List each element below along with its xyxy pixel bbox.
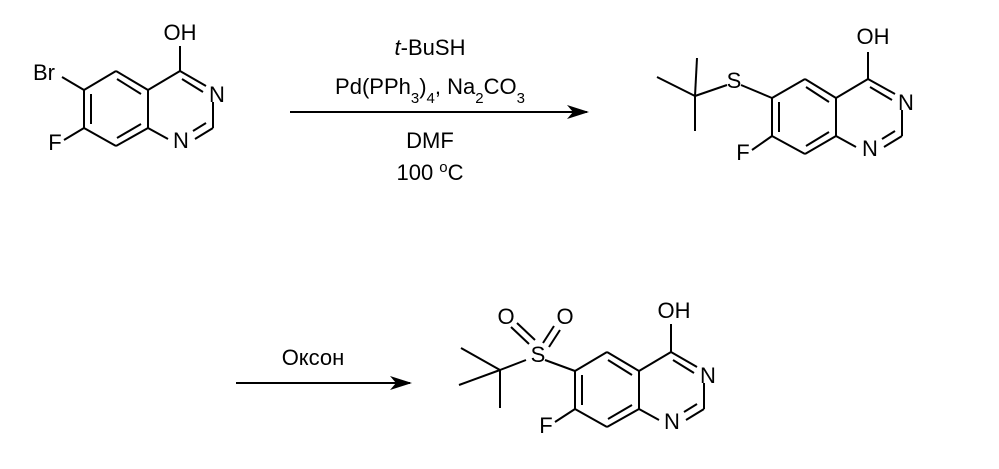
molecule-2-fluoro-label: F [736, 140, 749, 165]
step1-solvent-label: DMF [406, 128, 454, 153]
molecule-3-oxygen-right-label: O [556, 304, 573, 329]
molecule-1-fluoro-label: F [48, 130, 61, 155]
molecule-1-n1-label: N [173, 128, 189, 153]
intermediate-structure: S OH N N F [657, 24, 914, 165]
product-structure: O O S OH N N F [459, 298, 716, 438]
starting-material-structure: OH Br N N F [33, 20, 225, 155]
step1-reagent-label: t-BuSH [395, 35, 466, 60]
molecule-3-fluoro-label: F [539, 413, 552, 438]
molecule-1-bromo-label: Br [33, 60, 55, 85]
reaction-step-2: Оксон [236, 345, 410, 383]
molecule-3-sulfur-label: S [531, 342, 546, 367]
step1-temperature-label: 100 oC [396, 159, 463, 186]
molecule-3-n1-label: N [664, 409, 680, 434]
molecule-3-n3-label: N [700, 363, 716, 388]
molecule-1-bonds [62, 46, 213, 146]
step2-reagent-label: Оксон [282, 345, 345, 370]
step1-catalyst-label: Pd(PPh3)4, Na2CO3 [335, 74, 525, 107]
molecule-3-oxygen-left-label: O [497, 304, 514, 329]
molecule-2-hydroxyl-label: OH [857, 24, 890, 49]
molecule-1-n3-label: N [209, 82, 225, 107]
molecule-3-hydroxyl-label: OH [658, 298, 691, 323]
molecule-2-n3-label: N [898, 90, 914, 115]
molecule-2-sulfur-label: S [727, 68, 742, 93]
molecule-2-n1-label: N [862, 136, 878, 161]
reaction-step-1: t-BuSH Pd(PPh3)4, Na2CO3 DMF 100 oC [290, 35, 587, 185]
molecule-1-hydroxyl-label: OH [164, 20, 197, 45]
